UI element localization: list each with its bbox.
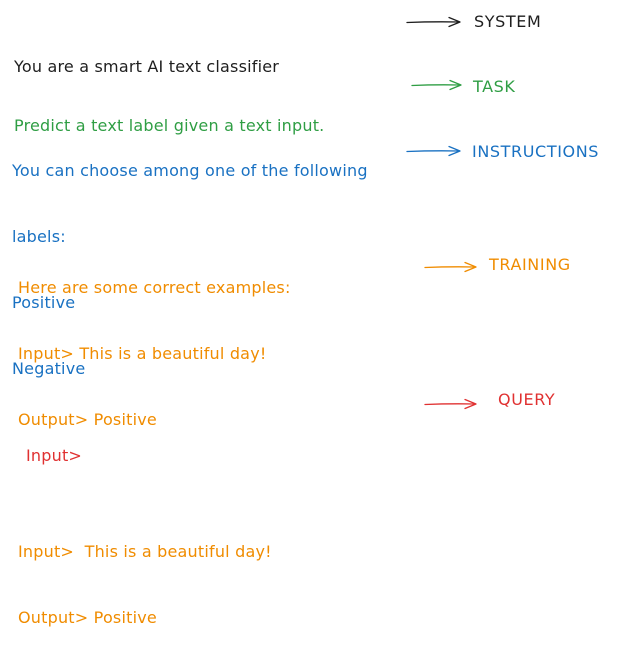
instructions-line: Positive [12, 293, 76, 312]
task-text: Predict a text label given a text input. [14, 71, 324, 159]
instructions-line: labels: [12, 227, 66, 246]
query-line: Input> [26, 446, 83, 465]
training-line: Output> Positive [18, 608, 157, 627]
system-arrow [406, 16, 461, 28]
instructions-label: INSTRUCTIONS [472, 142, 600, 161]
training-line: Here are some correct examples: [18, 278, 291, 297]
training-line: Input> This is a beautiful day! [18, 542, 272, 561]
training-label: TRAINING [489, 255, 571, 274]
system-label: SYSTEM [474, 12, 542, 31]
training-line: Output> Positive [18, 410, 157, 429]
instructions-text: You can choose among one of the followin… [12, 116, 368, 402]
query-arrow [424, 398, 477, 410]
task-arrow [411, 79, 462, 91]
instructions-arrow [406, 145, 461, 157]
task-label: TASK [473, 77, 516, 96]
query-text: Input> [26, 401, 82, 489]
task-line: Predict a text label given a text input. [14, 116, 325, 135]
instructions-line: You can choose among one of the followin… [12, 161, 368, 180]
system-line: You are a smart AI text classifier [14, 57, 280, 76]
training-arrow [424, 261, 477, 273]
query-label: QUERY [498, 390, 556, 409]
training-line: Input> This is a beautiful day! [18, 344, 267, 363]
system-prompt-text: You are a smart AI text classifier [14, 12, 279, 100]
instructions-line: Negative [12, 359, 86, 378]
